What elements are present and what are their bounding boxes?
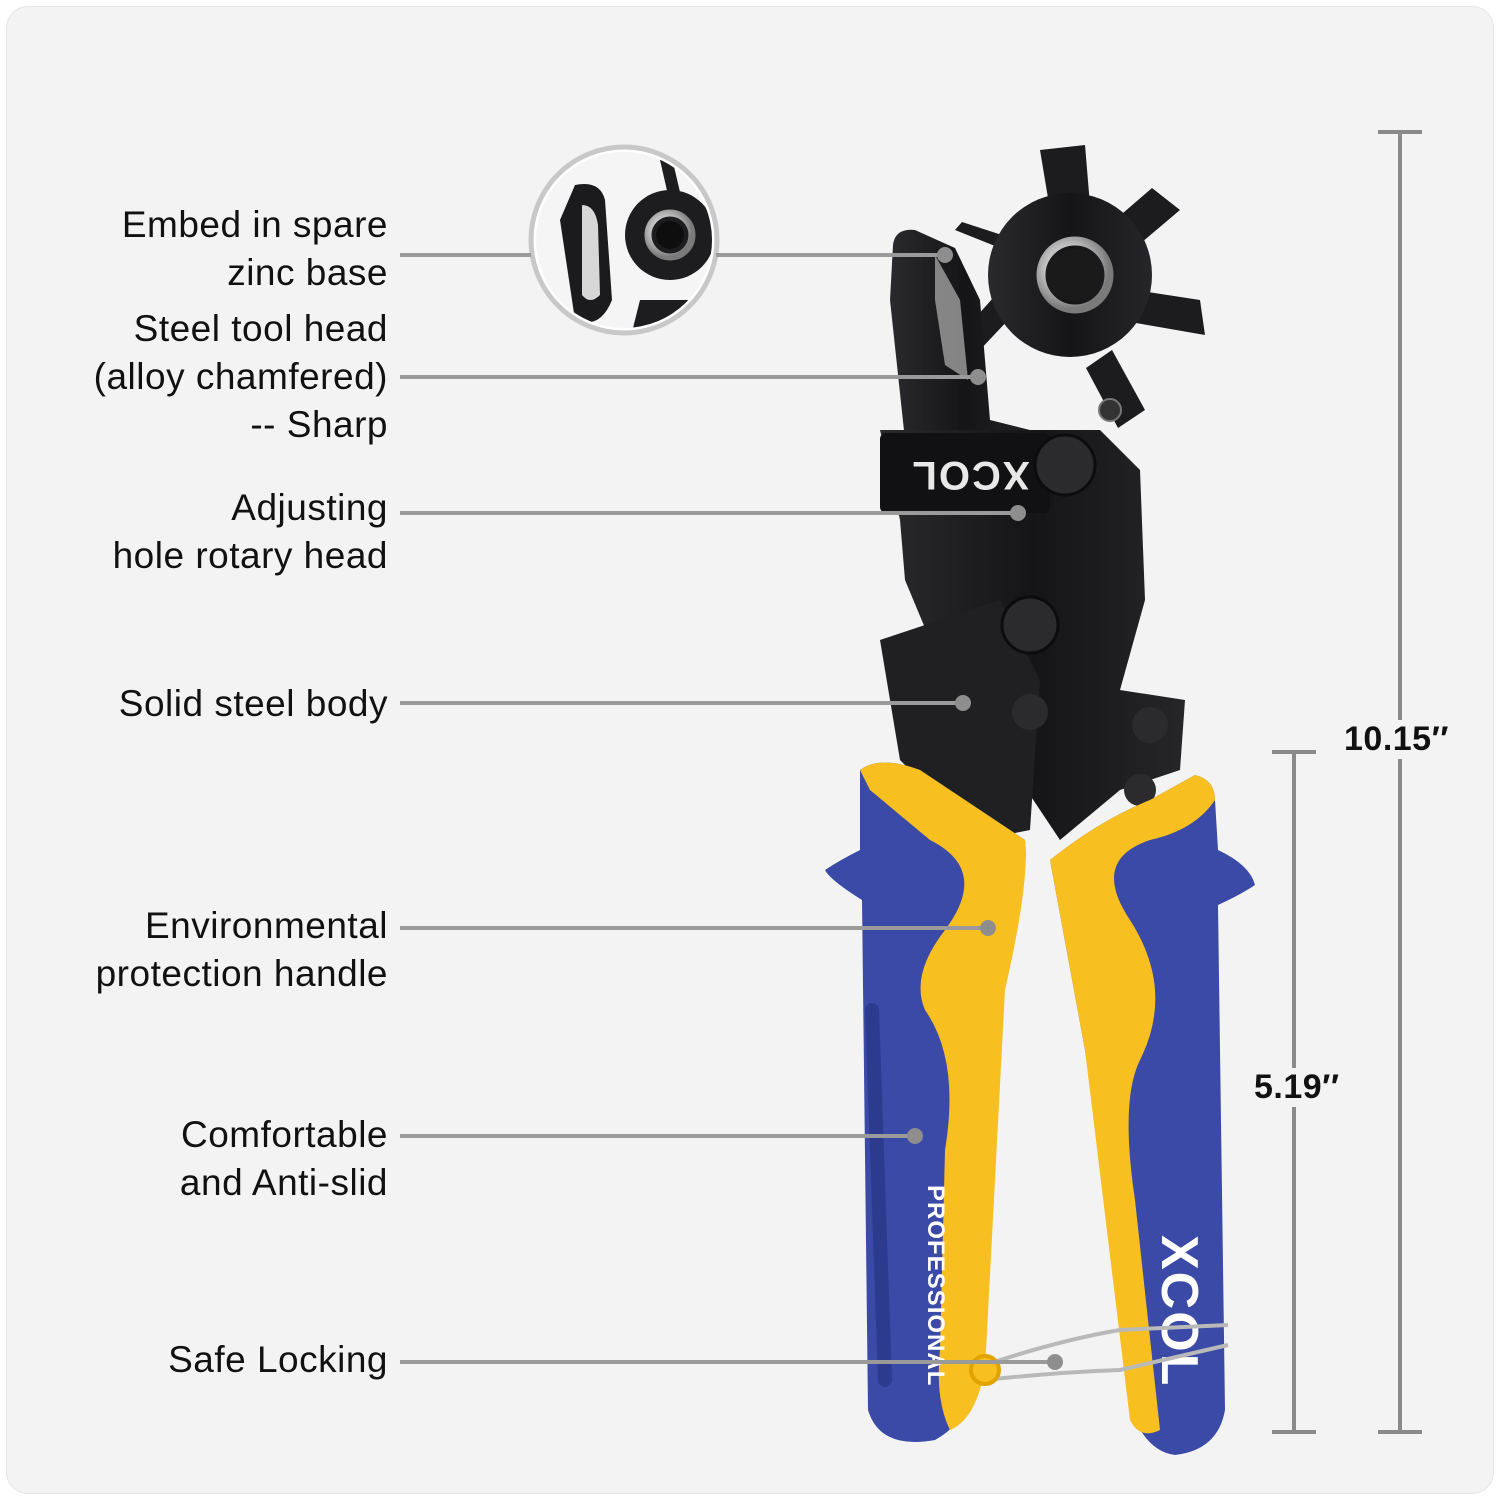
- callout-comfortable-anti-slid: Comfortable and Anti-slid: [179, 1114, 388, 1203]
- steel-body: XCOL: [880, 145, 1205, 840]
- handle-brand-logo: XCOL: [1150, 1235, 1208, 1387]
- brand-plate: [880, 433, 1050, 513]
- right-handle: XCOL: [1050, 775, 1255, 1455]
- safety-lock-wire: [969, 1323, 1229, 1386]
- dimension-bar-total: [1378, 130, 1422, 1434]
- pivot-rivet: [1033, 433, 1097, 497]
- screw-icon: [1098, 398, 1122, 422]
- brand-logo-text: XCOL: [910, 453, 1029, 497]
- callout-environmental-handle: Environmental protection handle: [95, 905, 388, 994]
- left-handle: PROFESSIONAL: [825, 762, 1026, 1442]
- rivet: [1000, 595, 1060, 655]
- callout-solid-steel-body: Solid steel body: [118, 683, 388, 724]
- dimension-handle-length: 5.19′′: [1252, 1068, 1342, 1107]
- inset-zoom: [528, 144, 720, 336]
- handle-professional-text: PROFESSIONAL: [922, 1185, 949, 1386]
- callout-steel-tool-head: Steel tool head (alloy chamfered) -- Sha…: [93, 308, 388, 445]
- rotary-head-hole: [1036, 236, 1114, 314]
- dimension-total-length: 10.15′′: [1342, 720, 1451, 759]
- callout-leaders: [400, 247, 1063, 1370]
- callout-adjusting-rotary-head: Adjusting hole rotary head: [112, 487, 388, 576]
- callout-safe-locking: Safe Locking: [168, 1339, 388, 1380]
- callout-embed-zinc-base: Embed in spare zinc base: [121, 204, 388, 293]
